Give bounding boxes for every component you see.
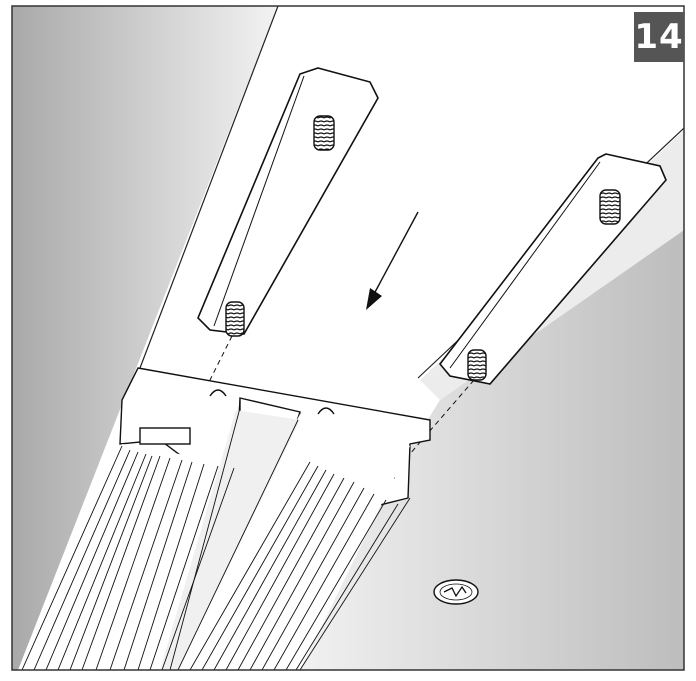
- down-left-arrow-icon: [366, 211, 419, 310]
- diagram-frame: [11, 5, 685, 671]
- threaded-insert-icon: [225, 115, 621, 381]
- screw-head-icon: [433, 579, 479, 605]
- step-number: 14: [634, 17, 684, 57]
- ceiling: [140, 6, 684, 380]
- step-number-badge: 14: [634, 12, 684, 62]
- rail-body: [20, 407, 411, 670]
- right-wall: [272, 230, 684, 670]
- left-wall: [12, 6, 278, 670]
